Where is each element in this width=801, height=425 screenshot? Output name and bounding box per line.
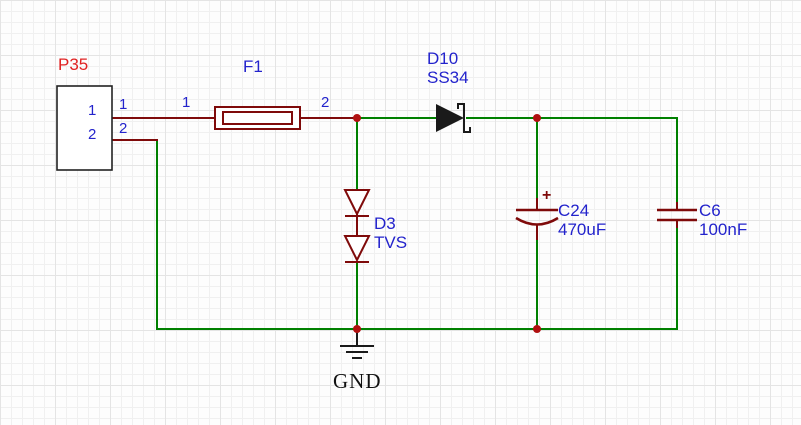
- fuse-pin2-number: 2: [321, 94, 330, 111]
- fuse-symbol: [214, 106, 301, 130]
- tvs-part-label: TVS: [374, 233, 408, 252]
- diode-anode-triangle: [436, 104, 464, 132]
- schottky-diode-symbol: [436, 103, 471, 133]
- c24-polarity-plus-sign: +: [542, 187, 552, 204]
- fuse-outer-rect: [214, 106, 301, 130]
- c6-refdes-label: C6: [699, 201, 721, 220]
- ground-symbol: [340, 329, 374, 359]
- connector-symbol: [56, 85, 113, 171]
- diode-schottky-cathode-bar: [457, 103, 471, 133]
- tvs-diode-symbol: [343, 189, 371, 263]
- junction-dot: [533, 325, 541, 333]
- junction-dot: [353, 114, 361, 122]
- diode-part-label: SS34: [427, 68, 469, 87]
- fuse-inner-rect: [222, 111, 293, 125]
- c6-value-label: 100nF: [699, 220, 748, 239]
- junction-dot: [353, 325, 361, 333]
- tvs-refdes-label: D3: [374, 214, 396, 233]
- connector-pin1-wire-number: 1: [119, 96, 128, 113]
- tvs-upper-triangle: [343, 189, 371, 217]
- wire-diode-to-c6: [466, 117, 678, 202]
- capacitor-symbol: [657, 202, 697, 228]
- connector-pin1-number: 1: [88, 102, 97, 119]
- connector-pin2-number: 2: [88, 126, 97, 143]
- wire-ground-rail: [156, 140, 678, 330]
- c24-negative-plate: [515, 216, 559, 226]
- c24-refdes-label: C24: [558, 201, 590, 220]
- fuse-refdes-label: F1: [243, 57, 263, 76]
- junction-dot: [533, 114, 541, 122]
- fuse-pin1-number: 1: [182, 94, 191, 111]
- tvs-lower-triangle: [343, 235, 371, 263]
- c24-value-label: 470uF: [558, 220, 607, 239]
- polarized-capacitor-symbol: [515, 198, 559, 240]
- connector-refdes-label: P35: [58, 55, 89, 74]
- diode-refdes-label: D10: [427, 49, 459, 68]
- ground-net-label: GND: [333, 369, 382, 393]
- connector-pin2-wire-number: 2: [119, 120, 128, 137]
